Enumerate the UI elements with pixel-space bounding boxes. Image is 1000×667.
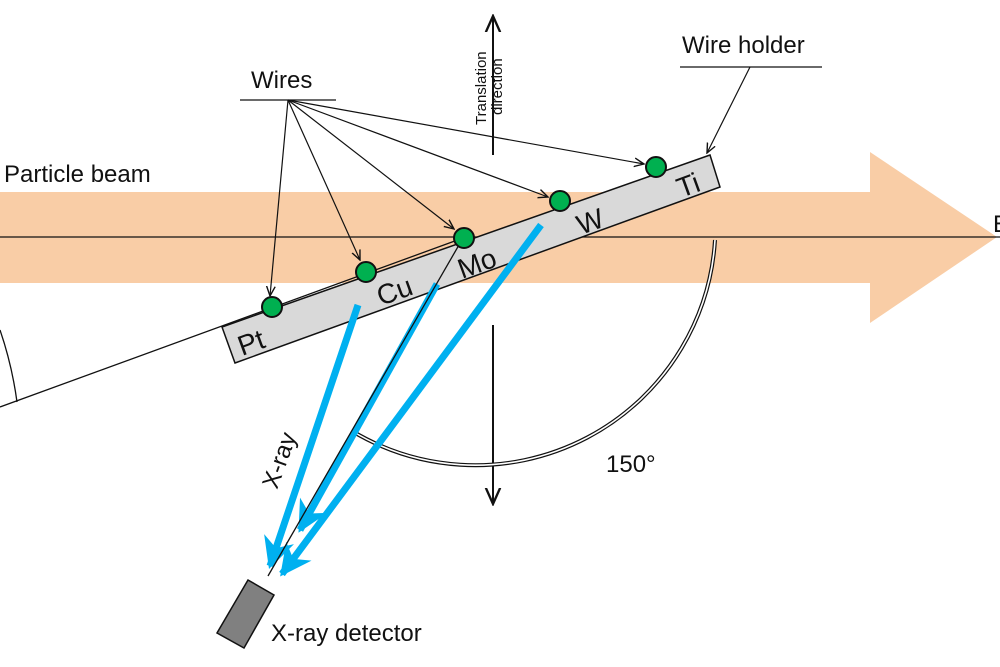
wire-holder-pointer <box>707 67 750 153</box>
wire-pointer-w <box>288 100 548 197</box>
left-angle-arc <box>0 330 17 402</box>
wire-dot-cu <box>356 262 376 282</box>
translation-label: Translation <box>473 51 490 125</box>
wires-label: Wires <box>251 67 312 94</box>
beam-axis-label: E <box>993 211 1000 238</box>
wire-dot-pt <box>262 297 282 317</box>
xray-detector-label: X-ray detector <box>271 620 422 647</box>
direction-label: direction <box>489 58 506 115</box>
angle-label: 150° <box>606 451 656 478</box>
wire-pointer-ti <box>288 100 644 164</box>
wire-holder-label: Wire holder <box>682 32 805 59</box>
wire-dot-w <box>550 191 570 211</box>
wire-dot-mo <box>454 228 474 248</box>
xray-detector <box>217 580 274 648</box>
wire-dot-ti <box>646 157 666 177</box>
particle-beam-label: Particle beam <box>4 161 151 188</box>
